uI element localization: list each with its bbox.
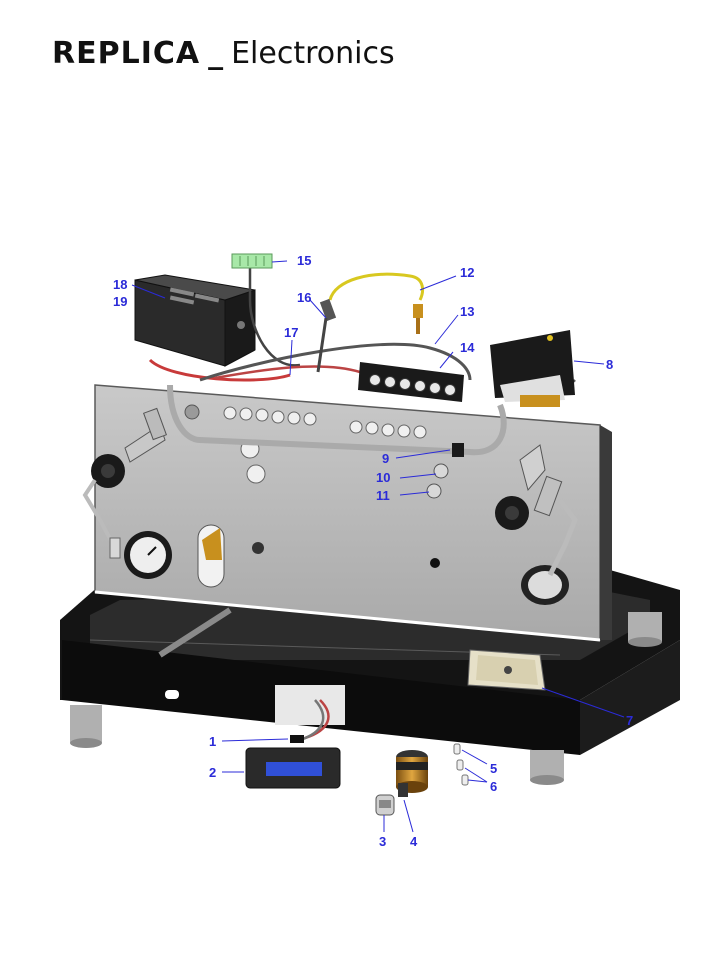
- callout-15: 15: [297, 253, 311, 268]
- pump-box: [490, 330, 575, 407]
- lcd-display: [245, 747, 341, 789]
- callout-19: 19: [113, 294, 127, 309]
- callout-9: 9: [382, 451, 389, 466]
- connector-1: [290, 735, 304, 743]
- callout-14: 14: [460, 340, 475, 355]
- keypad-board: [358, 362, 464, 402]
- part-3: [375, 794, 395, 816]
- page-title: REPLICA_Electronics: [52, 36, 395, 71]
- callout-18: 18: [113, 277, 127, 292]
- front-panel: [94, 384, 612, 642]
- leader-lines: [131, 260, 625, 833]
- left-knob-assembly: [82, 407, 168, 559]
- title-separator: _: [208, 36, 224, 71]
- cable-bracket: [167, 384, 507, 456]
- feet: [70, 612, 662, 785]
- connector-10: [433, 463, 449, 479]
- callout-5: 5: [490, 761, 497, 776]
- right-knob-assembly: [495, 444, 578, 577]
- fuses: [453, 743, 469, 786]
- title-brand: REPLICA: [52, 36, 201, 71]
- callout-1: 1: [209, 734, 216, 749]
- temperature-probe: [316, 272, 425, 373]
- switch-9: [452, 443, 464, 457]
- callout-13: 13: [460, 304, 474, 319]
- callout-7: 7: [626, 713, 633, 728]
- pressure-sensor: [396, 750, 428, 797]
- control-box: [134, 274, 291, 382]
- callout-2: 2: [209, 765, 216, 780]
- connector-11: [426, 483, 442, 499]
- callout-3: 3: [379, 834, 386, 849]
- callout-11: 11: [376, 488, 390, 503]
- callout-labels: 1 2 3 4 5 6 7 8 9 10 11 12 13 14 15 16 1…: [113, 253, 633, 849]
- callout-17: 17: [284, 325, 298, 340]
- led-board: [231, 253, 273, 269]
- callout-10: 10: [376, 470, 390, 485]
- callout-4: 4: [410, 834, 418, 849]
- callout-16: 16: [297, 290, 311, 305]
- display-cutout: [275, 685, 345, 725]
- callout-6: 6: [490, 779, 497, 794]
- callout-8: 8: [606, 357, 613, 372]
- callout-12: 12: [460, 265, 474, 280]
- reservoir-holder: [467, 649, 546, 691]
- title-subtitle: Electronics: [231, 36, 395, 71]
